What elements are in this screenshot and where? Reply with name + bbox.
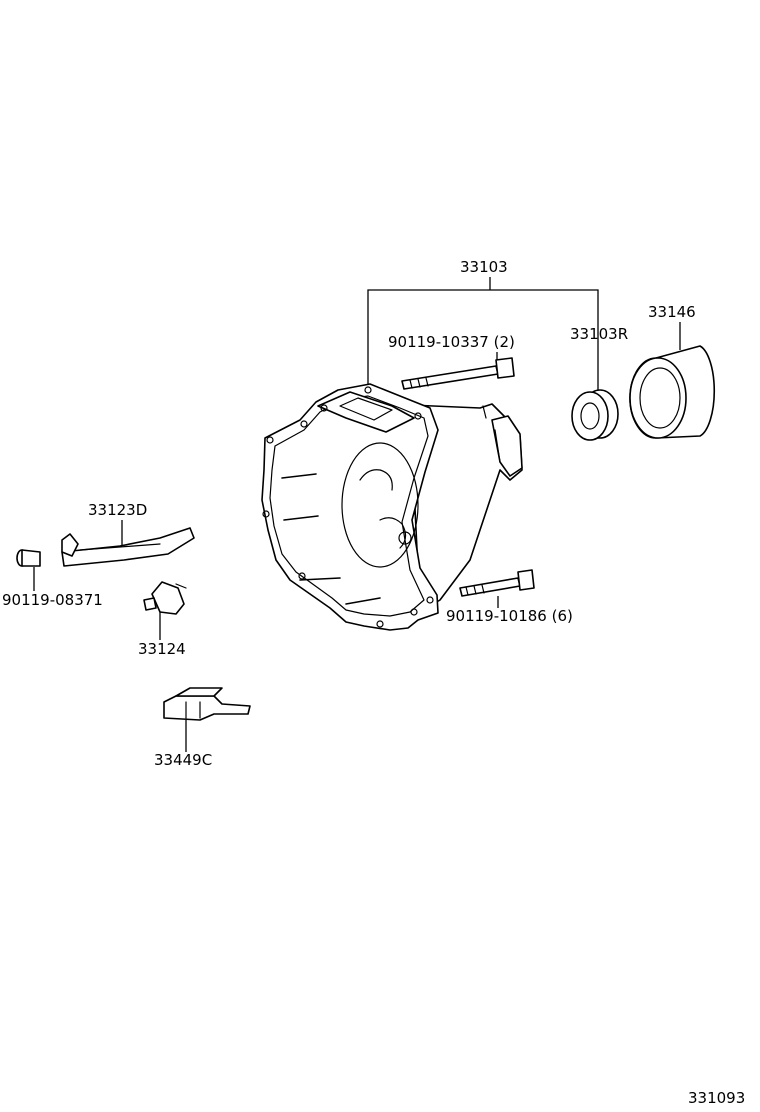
label-bolt-upper: 90119-10337 (2) <box>388 333 515 351</box>
label-shaft-lever: 33124 <box>138 640 186 658</box>
label-dust-cover: 33146 <box>648 303 696 321</box>
dust-cover <box>629 345 716 439</box>
label-clip: 33449C <box>154 751 212 769</box>
bolt-upper-head <box>495 357 515 379</box>
label-case-assy: 33103 <box>460 258 508 276</box>
bolt-lower-shank <box>459 577 521 597</box>
oil-seal <box>571 389 619 441</box>
case-bolt-holes <box>262 386 434 628</box>
case-flange <box>261 383 439 631</box>
case-bore <box>341 442 419 568</box>
label-lever: 33123D <box>88 501 147 519</box>
figure-number: 331093 <box>688 1089 745 1107</box>
lever <box>61 527 195 567</box>
label-bolt-small: 90119-08371 <box>2 591 103 609</box>
bolt-lower <box>459 569 535 597</box>
leader-case-bracket <box>367 289 599 395</box>
label-bolt-lower: 90119-10186 (6) <box>446 607 573 625</box>
transmission-case <box>261 383 523 631</box>
bolt-small <box>16 549 41 567</box>
bolt-lower-head <box>517 569 535 591</box>
bolt-upper-shank <box>401 365 499 390</box>
leader-lines <box>33 277 681 752</box>
shaft-lever <box>143 581 187 615</box>
label-oil-seal: 33103R <box>570 325 628 343</box>
clip <box>163 687 251 721</box>
case-top-pad <box>317 391 415 433</box>
bolt-upper <box>401 357 515 390</box>
